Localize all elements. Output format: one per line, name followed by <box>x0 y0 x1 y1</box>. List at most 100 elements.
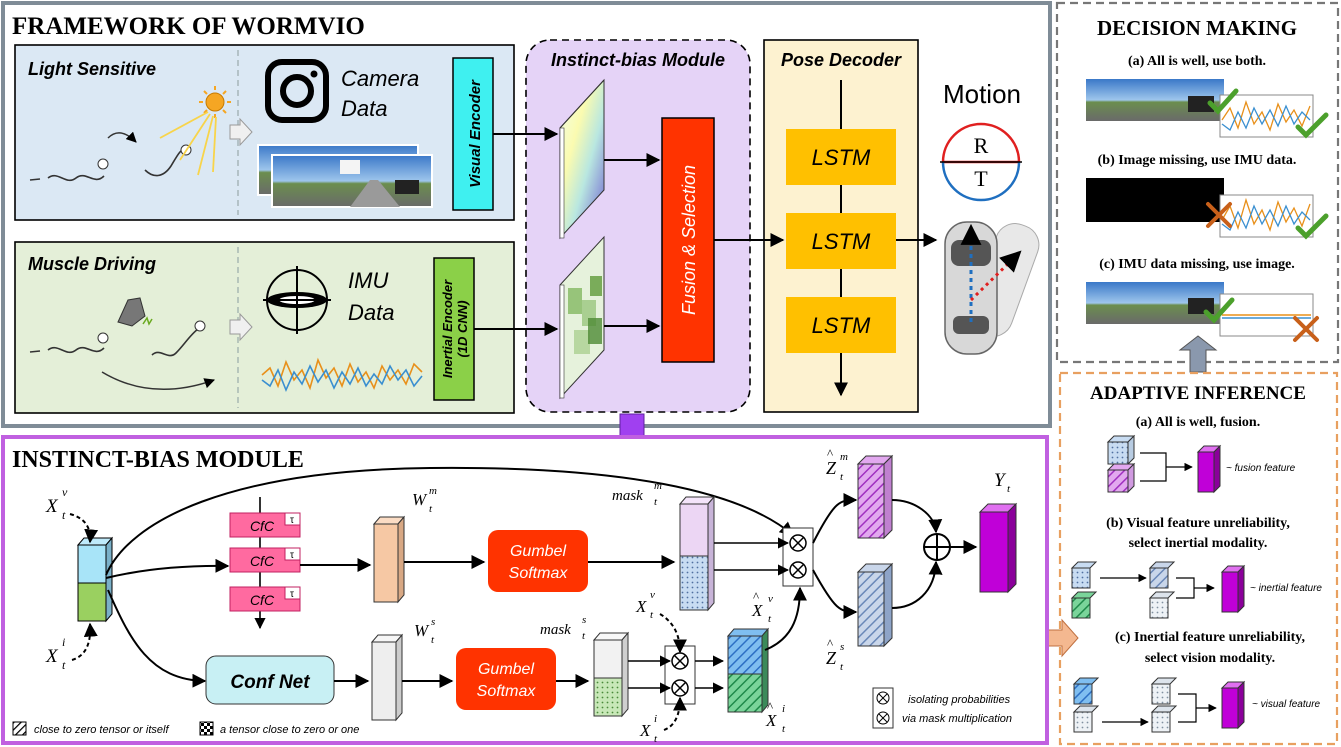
adaptive-inference-title: ADAPTIVE INFERENCE <box>1090 383 1306 404</box>
decision-c-missing-imu <box>1219 293 1314 337</box>
svg-text:v: v <box>768 593 773 605</box>
svg-text:Z: Z <box>826 458 837 478</box>
check-icon <box>1203 297 1235 324</box>
legend-hatch-swatch <box>12 721 27 736</box>
svg-text:X: X <box>765 711 777 730</box>
tau-box-2 <box>284 547 301 561</box>
svg-text:i: i <box>654 713 657 725</box>
adaptive-case-b-line2: select inertial modality. <box>1129 536 1268 551</box>
x-visual-mult-arrow <box>659 613 687 654</box>
multiply-icon <box>671 679 689 697</box>
z-hat-m-label: Z ^ m t <box>826 446 848 483</box>
legend-isolating-line2: via mask multiplication <box>902 713 1012 725</box>
check-icon <box>1295 112 1329 139</box>
input-feature-stack <box>76 536 114 623</box>
svg-text:v: v <box>650 589 655 601</box>
svg-text:t: t <box>431 634 435 646</box>
pose-decoder-title: Pose Decoder <box>781 50 902 70</box>
motion-arc-icon <box>107 131 137 143</box>
inertial-feature-label: ~ inertial feature <box>1250 583 1322 594</box>
svg-text:t: t <box>62 658 66 672</box>
tau-label-2: τ <box>290 550 294 561</box>
bypass-arrow <box>105 466 795 576</box>
hat-glyph: ^ <box>767 699 773 714</box>
adaptive-c-inputs <box>1072 677 1178 733</box>
adaptive-case-c-line1: (c) Inertial feature unreliability, <box>1115 630 1305 645</box>
y-output-block <box>978 502 1018 594</box>
fusion-feature-label: ~ fusion feature <box>1226 463 1296 474</box>
svg-text:s: s <box>582 614 586 626</box>
hat-glyph: ^ <box>753 589 759 604</box>
x-visual-label: X v t <box>45 485 68 522</box>
mask-m-block <box>678 495 716 612</box>
x-inertial-label-2: X i t <box>639 713 658 745</box>
camera-label-line1: Camera <box>341 66 419 91</box>
mask-s-block <box>592 631 630 718</box>
svg-text:X: X <box>45 496 59 517</box>
svg-text:t: t <box>62 508 66 522</box>
cfc-label-3: CfC <box>250 592 275 608</box>
adaptive-a-inputs <box>1106 434 1136 494</box>
legend-close-zero: close to zero tensor or itself <box>34 724 169 736</box>
adaptive-b-inputs <box>1070 561 1176 619</box>
inertial-encoder-label-line1: Inertial Encoder <box>440 279 455 378</box>
hat-glyph: ^ <box>827 446 833 461</box>
camera-frames-image <box>257 144 433 208</box>
z-hat-s-label: Z ^ s t <box>826 636 844 673</box>
check-icon <box>1295 213 1329 240</box>
x-hat-inertial-label: X ^ i t <box>765 699 786 735</box>
svg-text:t: t <box>782 723 786 735</box>
decision-c-image <box>1086 282 1224 324</box>
x-inertial-label: X i t <box>45 635 66 672</box>
imu-label-line1: IMU <box>348 268 388 293</box>
gumbel-softmax-box-1 <box>488 530 588 592</box>
muscle-driving-panel <box>14 241 515 414</box>
gyroscope-icon <box>263 266 331 334</box>
adaptive-c-connector <box>1178 693 1216 723</box>
multiply-icon <box>876 711 890 725</box>
gumbel-box-2-line1: Gumbel <box>478 661 534 678</box>
decision-case-c: (c) IMU data missing, use image. <box>1099 257 1295 272</box>
zm-to-sum-arrow <box>891 499 943 534</box>
up-arrow-icon <box>1178 335 1218 373</box>
svg-text:t: t <box>654 733 658 745</box>
adaptive-inference-frame <box>1058 371 1339 746</box>
inertial-encoder-label-line2: (1D CNN) <box>455 300 470 357</box>
light-sensitive-label: Light Sensitive <box>28 59 156 79</box>
lstm-label-3: LSTM <box>812 313 871 338</box>
svg-text:X: X <box>45 646 59 667</box>
svg-text:t: t <box>840 471 844 483</box>
translation-symbol: T <box>974 166 988 191</box>
sum-icon <box>923 533 951 561</box>
svg-text:t: t <box>582 630 586 642</box>
tau-box-3 <box>284 586 301 600</box>
mask-s-label: mask s t <box>540 614 586 642</box>
svg-text:X: X <box>639 721 651 740</box>
worm-icon <box>151 328 199 357</box>
rotation-symbol: R <box>974 133 989 158</box>
tau-label-1: τ <box>290 515 294 526</box>
adaptive-b-connector <box>1176 577 1214 599</box>
gumbel-box-2-line2: Softmax <box>477 683 537 700</box>
legend-close-zero-one: a tensor close to zero or one <box>220 724 359 736</box>
svg-text:W: W <box>412 490 428 509</box>
worm-head-icon <box>97 332 109 344</box>
hat-glyph: ^ <box>827 636 833 651</box>
svg-text:t: t <box>768 613 772 625</box>
xhat-to-mult-arrow <box>764 586 807 651</box>
wm-label: W m t <box>412 485 437 515</box>
svg-text:Z: Z <box>826 648 837 668</box>
worm-icon <box>29 174 105 182</box>
lstm-label-2: LSTM <box>812 229 871 254</box>
multiply-icon <box>876 691 890 705</box>
tau-label-3: τ <box>290 589 294 600</box>
x-visual-label-2: X v t <box>635 589 655 621</box>
svg-text:m: m <box>654 480 662 492</box>
x-hat-stack <box>726 627 770 714</box>
legend-checker-swatch <box>199 721 214 736</box>
imu-signal-plot <box>261 357 423 393</box>
ws-label: W s t <box>414 616 435 646</box>
adaptive-a-connector <box>1140 452 1192 482</box>
cfc-label-1: CfC <box>250 518 275 534</box>
